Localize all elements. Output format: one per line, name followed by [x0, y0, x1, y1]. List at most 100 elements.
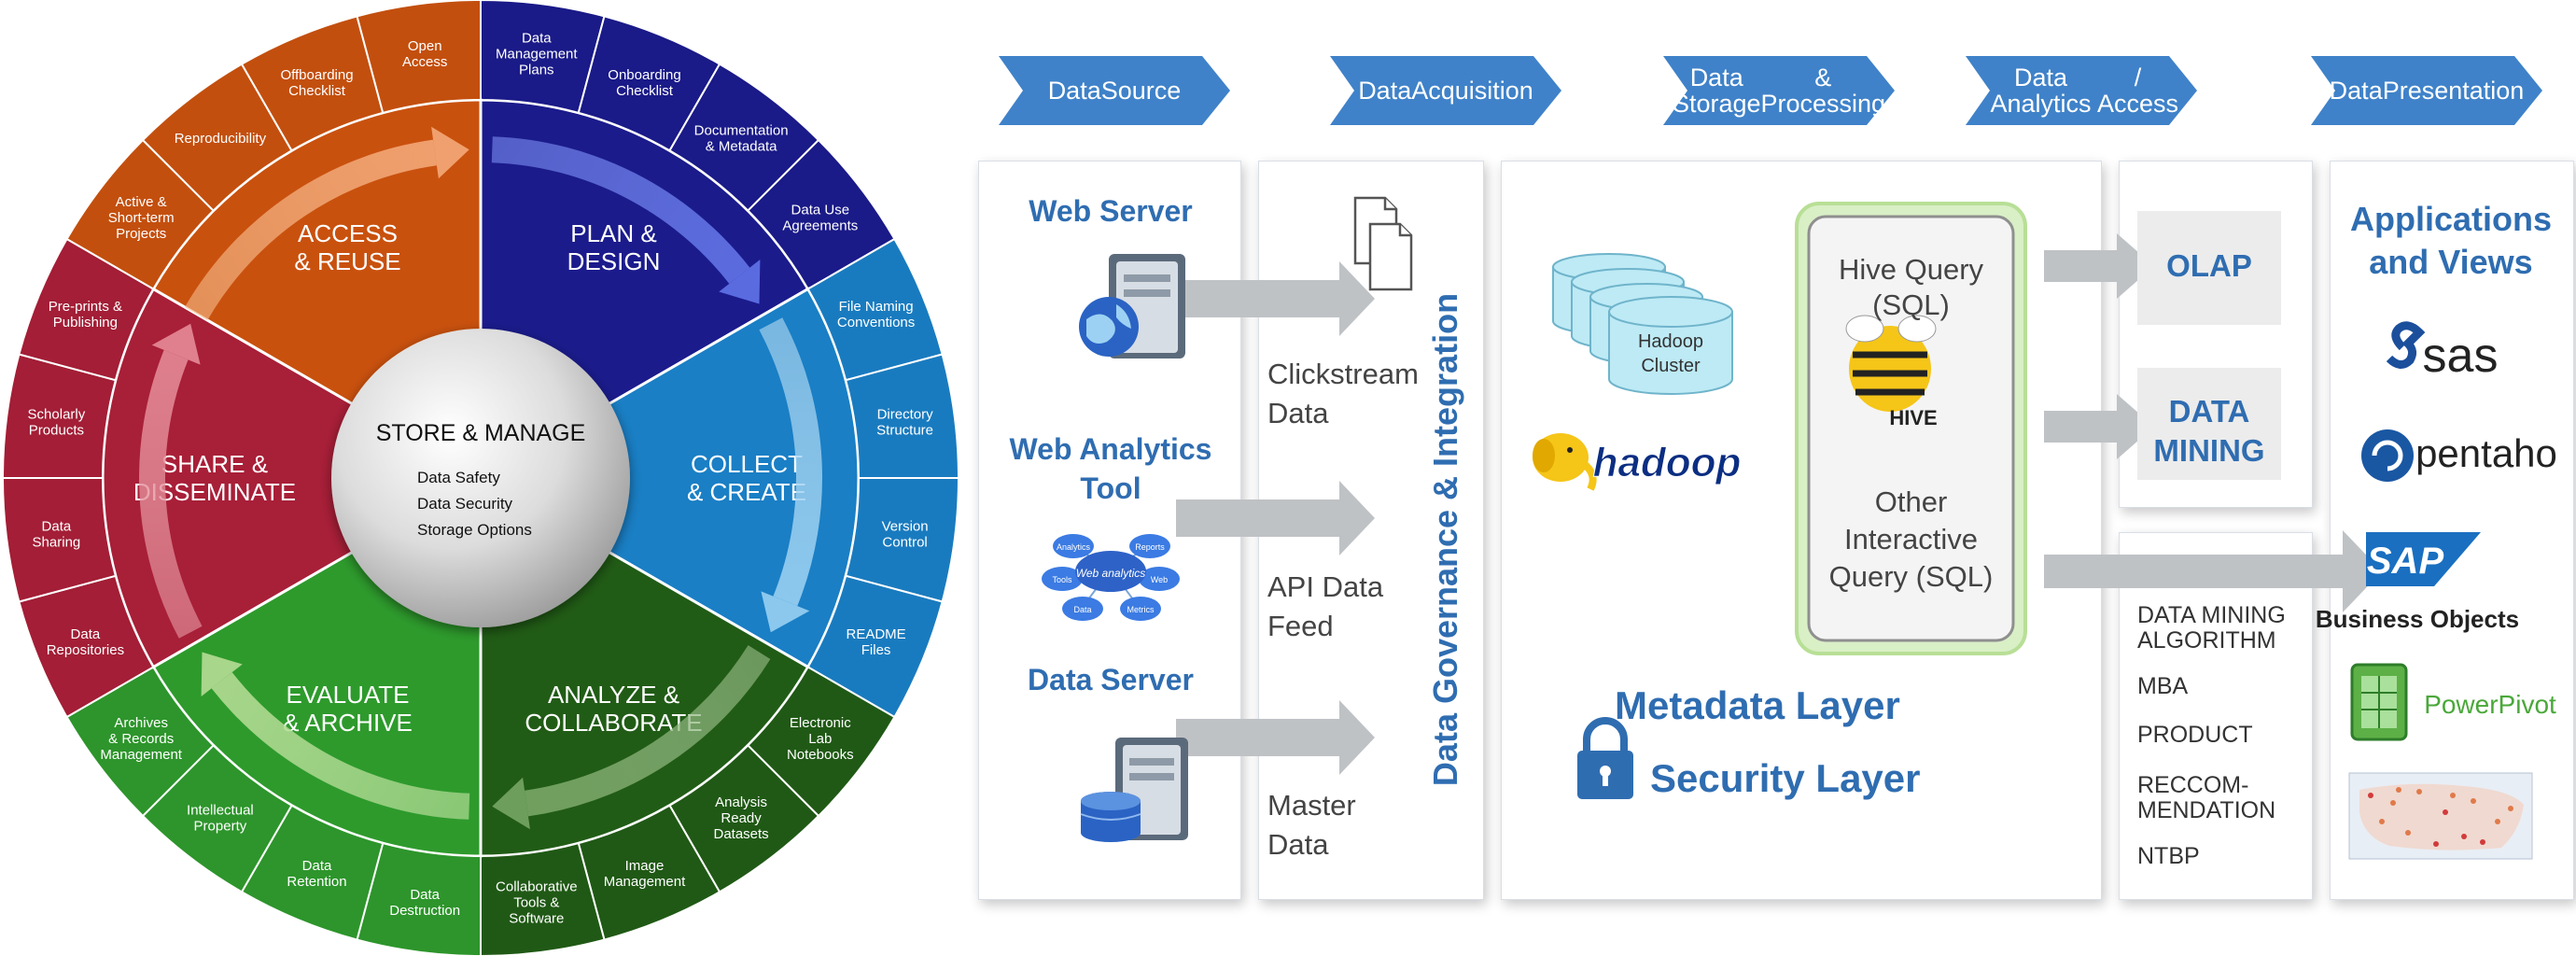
- sas-logo-text: sas: [2423, 329, 2499, 383]
- clickstream-line1: Clickstream: [1267, 358, 1419, 390]
- stage-chevrons: [999, 56, 2542, 125]
- map-dot-4: [2471, 798, 2476, 804]
- analytics-list-item-1-line-0: MBA: [2137, 673, 2189, 699]
- sas-icon: [2386, 321, 2426, 369]
- stage-label-4-line-1: Presentation: [2382, 77, 2525, 105]
- analytics-list-panel: [2119, 532, 2313, 900]
- analytics-list-item-2-line-0: PRODUCT: [2137, 722, 2253, 748]
- sector-access-item-0-line-1: Short-term: [108, 210, 175, 226]
- web-server-heading: Web Server: [1029, 194, 1193, 228]
- analytics-list-item-4: NTBP: [2137, 844, 2200, 869]
- analytics-bubble-label-2: Tools: [1052, 575, 1072, 584]
- hadoop-elephant-icon: [1533, 433, 1597, 491]
- api-line1: API Data: [1267, 570, 1384, 603]
- analytics-bubble-label-1: Reports: [1135, 542, 1165, 552]
- analytics-list-item-1: MBA: [2137, 674, 2188, 699]
- sector-access-label-line-0: ACCESS: [298, 219, 398, 247]
- stage-chevron-3: [1966, 56, 2197, 125]
- map-dot-0: [2368, 793, 2373, 798]
- other-query-line1: Other: [1874, 485, 1948, 518]
- sector-plan-item-1-line-0: Onboarding: [608, 67, 680, 83]
- other-query-line3: Query (SQL): [1828, 560, 1994, 593]
- sector-share-item-3: Pre-prints &Publishing: [49, 299, 122, 330]
- sector-access-item-0-line-0: Active &: [116, 194, 167, 210]
- sector-analyze-label-line-0: ANALYZE &: [548, 681, 679, 709]
- sector-access-item-1-line-0: Reproducibility: [175, 131, 267, 147]
- arrow-api: [1176, 481, 1375, 555]
- sap-logo-text: SAP: [2367, 541, 2444, 582]
- stage-label-2-line-0: Data Storage: [1672, 63, 1761, 118]
- sector-plan-label: PLAN &DESIGN: [567, 219, 661, 275]
- analytics-bubble-label-3: Web: [1151, 575, 1168, 584]
- sector-evaluate-item-1-line-1: Retention: [287, 874, 346, 890]
- hub-circle: [331, 329, 630, 627]
- sector-analyze-item-0-line-1: Lab: [808, 731, 832, 747]
- sector-collect-item-1-line-1: Structure: [876, 423, 933, 439]
- sector-plan-item-0-line-1: Management: [496, 46, 578, 62]
- powerpivot-text: PowerPivot: [2424, 690, 2556, 719]
- data-mining-line1: DATA: [2168, 394, 2250, 429]
- olap-box: [2137, 211, 2281, 325]
- sector-access-item-0-line-2: Projects: [116, 226, 166, 242]
- metadata-layer-label: Metadata Layer: [1615, 683, 1900, 727]
- sector-evaluate-label-line-0: EVALUATE: [287, 681, 410, 709]
- sector-plan-item-2: Documentation& Metadata: [694, 123, 789, 155]
- sector-plan-item-1-line-1: Checklist: [616, 83, 674, 99]
- map-dot-6: [2461, 834, 2467, 839]
- map-dot-2: [2416, 789, 2422, 794]
- olap-label: OLAP: [2166, 248, 2252, 283]
- documents-icon: [1353, 196, 1413, 291]
- presentation-heading-line1: Applications: [2349, 200, 2553, 238]
- hub-item-2: Storage Options: [417, 521, 532, 539]
- map-dot-1: [2390, 800, 2396, 806]
- sector-access-item-2-line-1: Checklist: [288, 83, 346, 99]
- sector-analyze-label: ANALYZE &COLLABORATE: [525, 681, 702, 737]
- arrow-share-to-access-band: [139, 349, 203, 639]
- arrow-share-to-access-head: [151, 323, 201, 365]
- data-mining-line2: MINING: [2153, 433, 2265, 468]
- analytics-bubble-0: [1053, 534, 1094, 558]
- arrow-collect-to-analyze-band: [759, 317, 822, 607]
- sector-collect-item-3-line-1: Files: [861, 642, 891, 658]
- sector-share-item-0-line-1: Repositories: [47, 642, 124, 658]
- hub-item-1: Data Security: [417, 495, 513, 513]
- hadoop-logo-text: hadoop: [1593, 440, 1742, 485]
- analytics-bubble-label-5: Metrics: [1127, 605, 1155, 614]
- analytics-arrows: [2044, 233, 2382, 612]
- sector-evaluate-label: EVALUATE& ARCHIVE: [283, 681, 413, 737]
- stage-label-2: Data Storage& Processing: [1673, 56, 1885, 125]
- stage-label-3-line-0: Data Analytics: [1990, 63, 2092, 118]
- analytics-bubble-label-4: Data: [1073, 605, 1091, 614]
- map-dot-7: [2405, 830, 2411, 836]
- stage-chevron-0: [999, 56, 1230, 125]
- sector-analyze-item-3-line-1: Tools &: [513, 895, 559, 911]
- master-line1: Master: [1267, 789, 1356, 822]
- source-arrows: [1176, 261, 1375, 775]
- hadoop-cluster-label-1: Hadoop: [1638, 331, 1703, 352]
- map-dot-9: [2433, 841, 2439, 847]
- stage-chevron-4: [2311, 56, 2542, 125]
- sector-analyze-item-0-line-2: Notebooks: [787, 747, 854, 763]
- analytics-list-item-2: PRODUCT: [2137, 723, 2253, 748]
- arrow-plan-to-collect-head: [719, 260, 761, 304]
